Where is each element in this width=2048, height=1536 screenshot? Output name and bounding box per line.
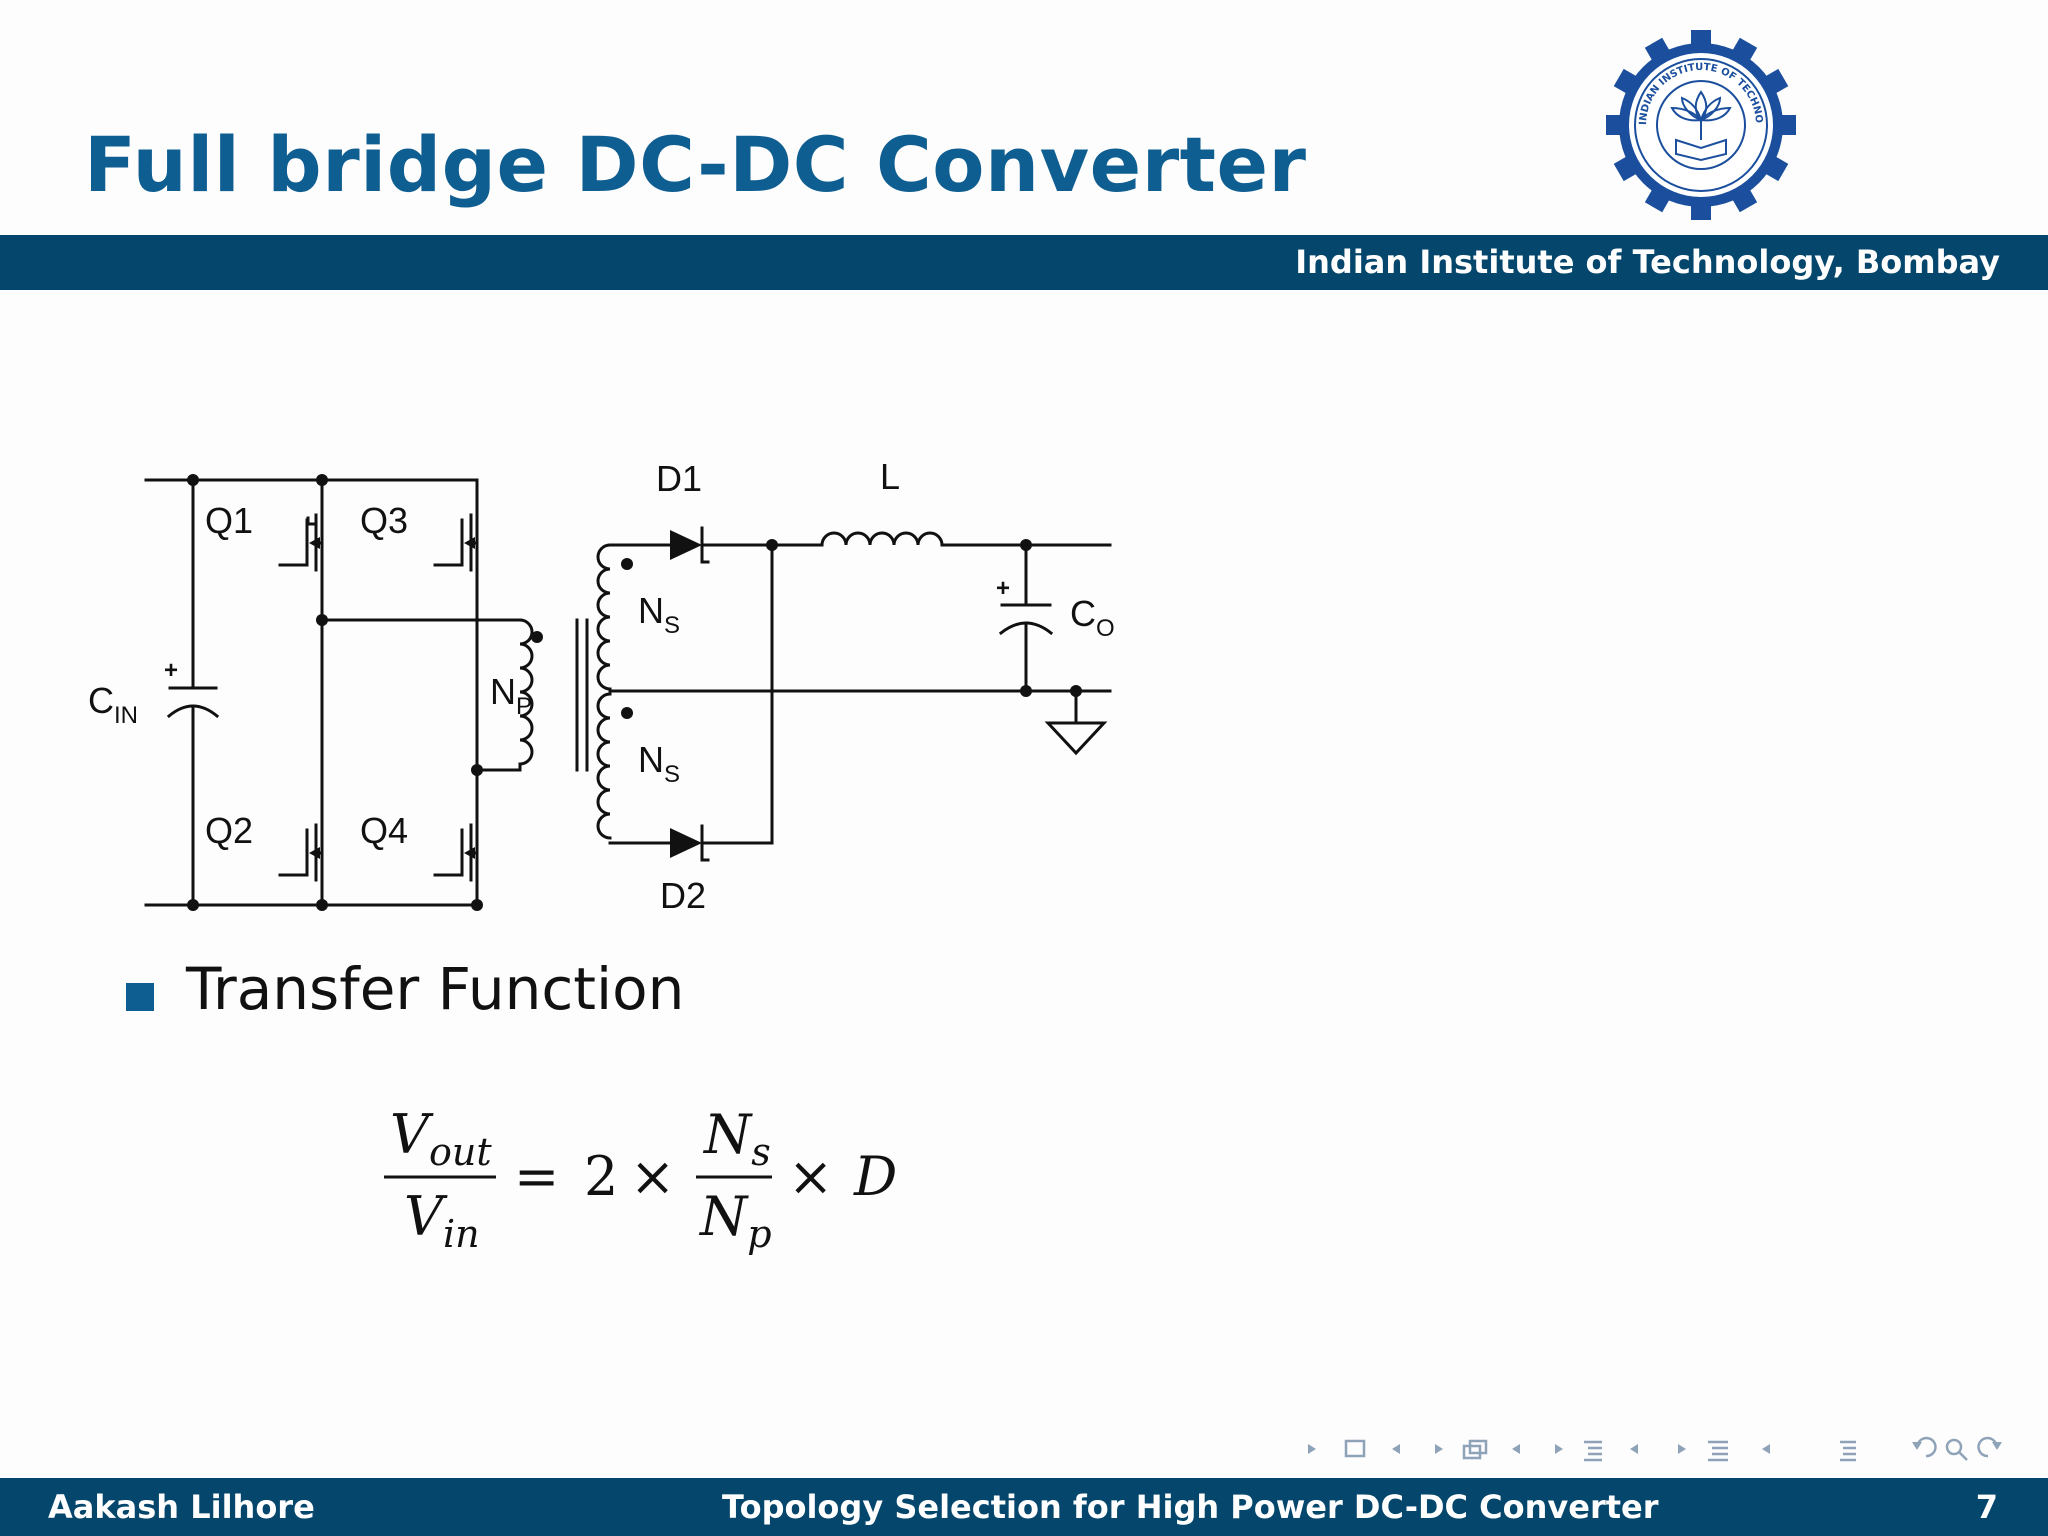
- v-out-term: Vout: [390, 1103, 492, 1174]
- formula-times-2: ×: [788, 1145, 833, 1208]
- np-term: Np: [698, 1185, 772, 1256]
- undo-icon[interactable]: [1912, 1436, 1937, 1458]
- l-label: L: [880, 456, 900, 497]
- nav-next-icon: [1392, 1444, 1400, 1454]
- co-plus-label: +: [996, 575, 1010, 602]
- formula-times-1: ×: [630, 1145, 675, 1208]
- q4-label: Q4: [360, 810, 408, 851]
- ns-term: Ns: [702, 1103, 771, 1174]
- footer-bar: Aakash Lilhore Topology Selection for Hi…: [0, 1478, 2048, 1536]
- nav-prev-icon: [1308, 1444, 1316, 1454]
- slide-title: Full bridge DC-DC Converter: [84, 120, 1307, 209]
- bullet-marker: [126, 983, 154, 1011]
- nav-section-group[interactable]: [1555, 1440, 1638, 1462]
- bullet-transfer-function: Transfer Function: [186, 955, 685, 1023]
- cin-plus-label: +: [164, 657, 178, 684]
- transfer-function-formula: Vout Vin = 2 × Ns Np × D: [384, 1103, 897, 1256]
- formula-equals: =: [514, 1145, 559, 1208]
- nav-frame-group[interactable]: [1308, 1439, 1400, 1458]
- section-icon: [1708, 1440, 1728, 1462]
- q1-label: Q1: [205, 500, 253, 541]
- nav-document-group[interactable]: [1678, 1440, 1770, 1462]
- redo-icon[interactable]: [1977, 1436, 2002, 1458]
- header-bar: Indian Institute of Technology, Bombay: [0, 235, 2048, 290]
- footer-page-number: 7: [1975, 1488, 1998, 1526]
- institute-logo: INDIAN INSTITUTE OF TECHNOLOGY BOMBAY: [1598, 22, 1796, 220]
- q2-label: Q2: [205, 810, 253, 851]
- footer-talk-title: Topology Selection for High Power DC-DC …: [722, 1488, 1659, 1526]
- beamer-navigation: [1308, 1436, 2002, 1462]
- v-in-term: Vin: [404, 1185, 480, 1256]
- ns-upper-label: NS: [638, 590, 680, 639]
- frame-icon: [1344, 1439, 1366, 1458]
- toc-icon[interactable]: [1840, 1440, 1856, 1462]
- full-bridge-circuit: Q1 Q3 Q2 Q4 D1 D2 L CIN NP NS NS CO + +: [88, 456, 1115, 916]
- slides-icon: [1462, 1439, 1488, 1460]
- nav-subsection-group[interactable]: [1435, 1439, 1520, 1460]
- ns-lower-label: NS: [638, 739, 680, 788]
- co-label: CO: [1070, 593, 1115, 642]
- footer-author: Aakash Lilhore: [48, 1488, 315, 1526]
- d1-label: D1: [656, 458, 702, 499]
- formula-duty-cycle: D: [853, 1145, 897, 1208]
- cin-label: CIN: [88, 680, 138, 729]
- search-icon[interactable]: [1945, 1438, 1968, 1461]
- formula-two: 2: [584, 1145, 618, 1208]
- subsection-icon: [1584, 1440, 1602, 1462]
- np-label: NP: [490, 671, 532, 720]
- q3-label: Q3: [360, 500, 408, 541]
- institution-name: Indian Institute of Technology, Bombay: [1295, 243, 2000, 281]
- d2-label: D2: [660, 875, 706, 916]
